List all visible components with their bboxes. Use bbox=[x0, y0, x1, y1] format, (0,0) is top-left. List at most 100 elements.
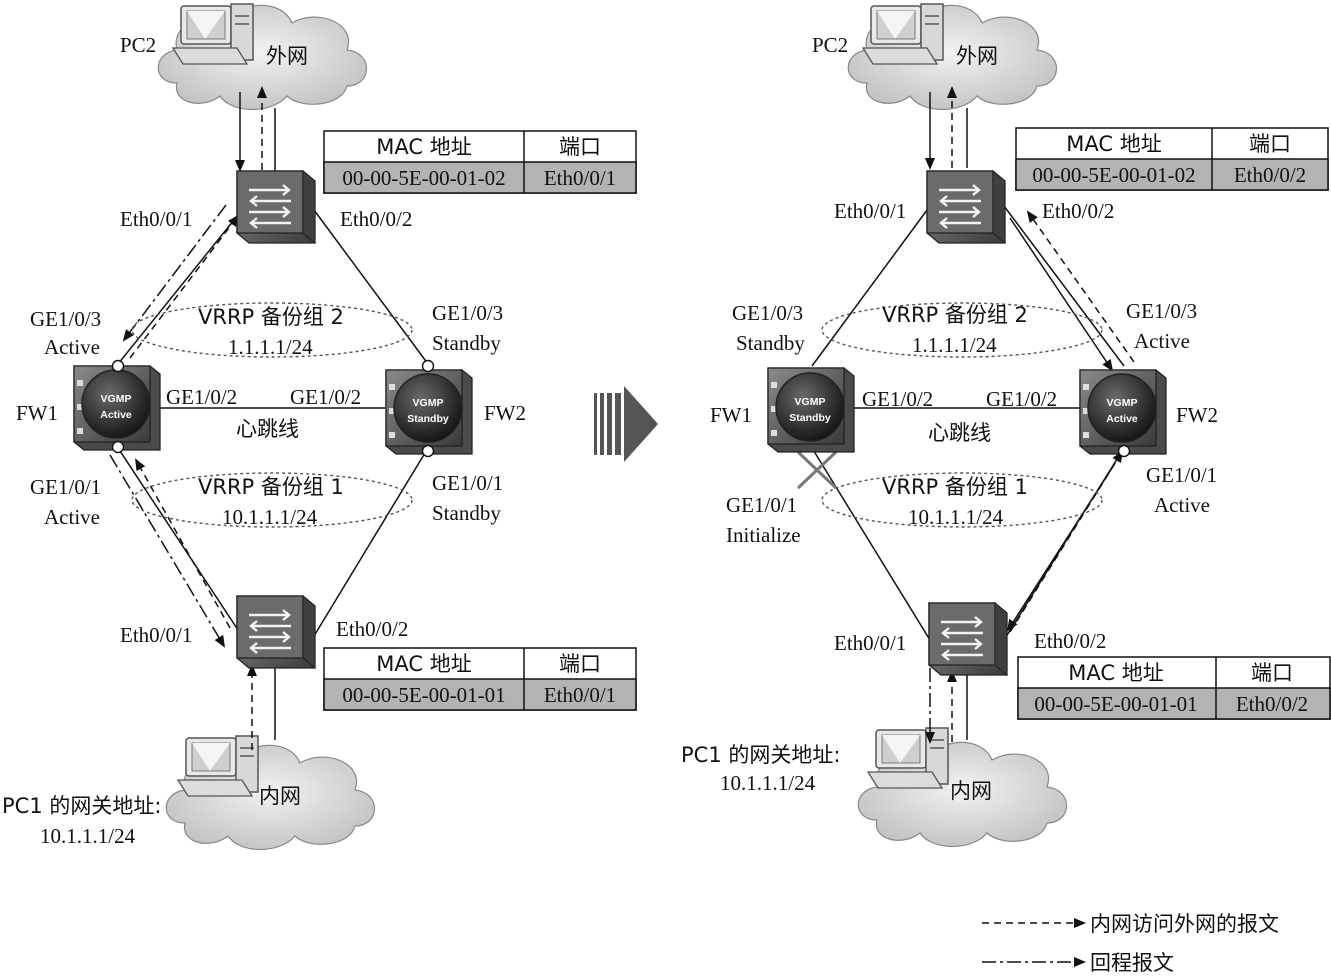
port-dot bbox=[111, 440, 125, 454]
fw1-ge3-left: GE1/0/3 bbox=[30, 307, 101, 331]
fw1-ge3-state-left: Active bbox=[44, 335, 100, 359]
sw-top-port2-right: Eth0/0/2 bbox=[1042, 199, 1114, 223]
intranet-label-right: 内网 bbox=[950, 779, 992, 803]
fw1-ge2-right: GE1/0/2 bbox=[862, 387, 933, 411]
fw1-badge-line1-right: VGMP bbox=[795, 396, 826, 408]
pc2-icon-left bbox=[172, 3, 254, 65]
fw2-ge1-state-left: Standby bbox=[432, 501, 501, 525]
pc1-icon-right bbox=[867, 727, 949, 789]
vrrp1-name-left: VRRP 备份组 1 bbox=[198, 475, 344, 499]
table-cell-port: Eth0/0/2 bbox=[1234, 163, 1306, 187]
fw2-vgmp-badge-left bbox=[393, 373, 463, 443]
switch-bottom-right bbox=[927, 601, 1009, 677]
table-cell-port: Eth0/0/2 bbox=[1236, 692, 1308, 716]
sw-top-port2-left: Eth0/0/2 bbox=[340, 207, 412, 231]
fw2-badge-line1-right: VGMP bbox=[1107, 397, 1138, 409]
fw2-badge-line1-left: VGMP bbox=[413, 397, 444, 409]
vrrp1-ip-right: 10.1.1.1/24 bbox=[908, 505, 1004, 529]
sw-bottom-port1-right: Eth0/0/1 bbox=[834, 631, 906, 655]
traffic-arrows-left bbox=[109, 86, 267, 750]
fw2-badge-line2-right: Active bbox=[1106, 413, 1138, 425]
switch-top-right bbox=[925, 169, 1007, 245]
fw1-ge1-right: GE1/0/1 bbox=[726, 493, 797, 517]
legend: 内网访问外网的报文 回程报文 bbox=[982, 912, 1279, 975]
switch-top-left bbox=[235, 169, 317, 245]
table-header-port: 端口 bbox=[559, 652, 601, 676]
mac-table-top-left: MAC 地址 端口 00-00-5E-00-01-02 Eth0/0/1 bbox=[323, 130, 637, 194]
fw1-badge-line2-right: Standby bbox=[789, 412, 831, 424]
intranet-label-left: 内网 bbox=[259, 784, 301, 808]
fw2-ge2-left: GE1/0/2 bbox=[290, 385, 361, 409]
fw2-ge1-right: GE1/0/1 bbox=[1146, 463, 1217, 487]
legend-dashdot-label: 回程报文 bbox=[1090, 951, 1174, 975]
fw1-badge-line2-left: Active bbox=[100, 409, 132, 421]
table-header-mac: MAC 地址 bbox=[1066, 132, 1161, 156]
fw1-name-left: FW1 bbox=[16, 401, 58, 425]
fw1-ge3-state-right: Standby bbox=[736, 331, 805, 355]
vrrp2-ip-right: 1.1.1.1/24 bbox=[912, 333, 997, 357]
vrrp2-name-left: VRRP 备份组 2 bbox=[198, 305, 344, 329]
vrrp2-ip-left: 1.1.1.1/24 bbox=[228, 335, 313, 359]
fw2-ge1-state-right: Active bbox=[1154, 493, 1210, 517]
fw1-vgmp-badge-right bbox=[775, 372, 845, 442]
fw2-name-right: FW2 bbox=[1176, 403, 1218, 427]
fw2-ge2-right: GE1/0/2 bbox=[986, 387, 1057, 411]
pc2-label-left: PC2 bbox=[120, 33, 156, 57]
table-cell-mac: 00-00-5E-00-01-02 bbox=[342, 166, 505, 190]
port-dot bbox=[111, 359, 125, 373]
fw2-ge1-left: GE1/0/1 bbox=[432, 471, 503, 495]
legend-dashed-label: 内网访问外网的报文 bbox=[1090, 912, 1279, 936]
transition-arrow bbox=[594, 386, 658, 462]
fw1-ge1-state-left: Active bbox=[44, 505, 100, 529]
vrrp1-ellipse-right bbox=[821, 472, 1103, 528]
sw-top-port1-right: Eth0/0/1 bbox=[834, 199, 906, 223]
link-failure-mark bbox=[796, 450, 838, 490]
port-dot bbox=[421, 359, 435, 373]
mac-table-bottom-left: MAC 地址 端口 00-00-5E-00-01-01 Eth0/0/1 bbox=[323, 647, 637, 711]
vrrp2-name-right: VRRP 备份组 2 bbox=[882, 303, 1028, 327]
table-cell-port: Eth0/0/1 bbox=[544, 683, 616, 707]
table-header-mac: MAC 地址 bbox=[376, 652, 471, 676]
pc1-gateway-ip-left: 10.1.1.1/24 bbox=[40, 824, 136, 848]
pc1-gateway-label-left: PC1 的网关地址: bbox=[2, 794, 161, 818]
vrrp1-name-right: VRRP 备份组 1 bbox=[882, 475, 1028, 499]
port-dot bbox=[1117, 444, 1131, 458]
fw2-ge3-right: GE1/0/3 bbox=[1126, 299, 1197, 323]
sw-bottom-port2-left: Eth0/0/2 bbox=[336, 617, 408, 641]
internet-label-left: 外网 bbox=[266, 44, 308, 68]
vrrp2-ellipse-right bbox=[821, 302, 1103, 358]
fw2-name-left: FW2 bbox=[484, 401, 526, 425]
fw2-ge3-state-left: Standby bbox=[432, 331, 501, 355]
fw2-ge3-left: GE1/0/3 bbox=[432, 301, 503, 325]
right-topology: 外网 PC2 内网 PC1 的网关地址: 10.1.1.1/24 bbox=[681, 3, 1331, 848]
vrrp1-ellipse-left bbox=[131, 472, 413, 528]
internet-label-right: 外网 bbox=[956, 44, 998, 68]
table-header-mac: MAC 地址 bbox=[376, 135, 471, 159]
fw1-ge1-state-right: Initialize bbox=[726, 523, 801, 547]
fw2-ge3-state-right: Active bbox=[1134, 329, 1190, 353]
table-cell-mac: 00-00-5E-00-01-01 bbox=[1034, 692, 1197, 716]
table-cell-mac: 00-00-5E-00-01-02 bbox=[1032, 163, 1195, 187]
pc2-icon-right bbox=[862, 3, 944, 65]
fw1-ge2-left: GE1/0/2 bbox=[166, 385, 237, 409]
fw1-badge-line1-left: VGMP bbox=[101, 393, 132, 405]
table-cell-port: Eth0/0/1 bbox=[544, 166, 616, 190]
traffic-arrows-right bbox=[925, 86, 1135, 744]
switch-bottom-left bbox=[235, 594, 317, 670]
vrrp2-ellipse-left bbox=[131, 302, 413, 358]
vrrp1-ip-left: 10.1.1.1/24 bbox=[222, 505, 318, 529]
fw1-name-right: FW1 bbox=[710, 403, 752, 427]
left-topology: 外网 PC2 内网 PC1 的网关地址: 10.1.1.1/24 bbox=[2, 3, 637, 851]
port-dot bbox=[421, 444, 435, 458]
sw-bottom-port2-right: Eth0/0/2 bbox=[1034, 629, 1106, 653]
pc1-gateway-label-right: PC1 的网关地址: bbox=[681, 743, 840, 767]
fw1-ge1-left: GE1/0/1 bbox=[30, 475, 101, 499]
pc2-label-right: PC2 bbox=[812, 33, 848, 57]
sw-bottom-port1-left: Eth0/0/1 bbox=[120, 623, 192, 647]
pc1-gateway-ip-right: 10.1.1.1/24 bbox=[720, 771, 816, 795]
table-cell-mac: 00-00-5E-00-01-01 bbox=[342, 683, 505, 707]
sw-top-port1-left: Eth0/0/1 bbox=[120, 207, 192, 231]
table-header-mac: MAC 地址 bbox=[1068, 661, 1163, 685]
